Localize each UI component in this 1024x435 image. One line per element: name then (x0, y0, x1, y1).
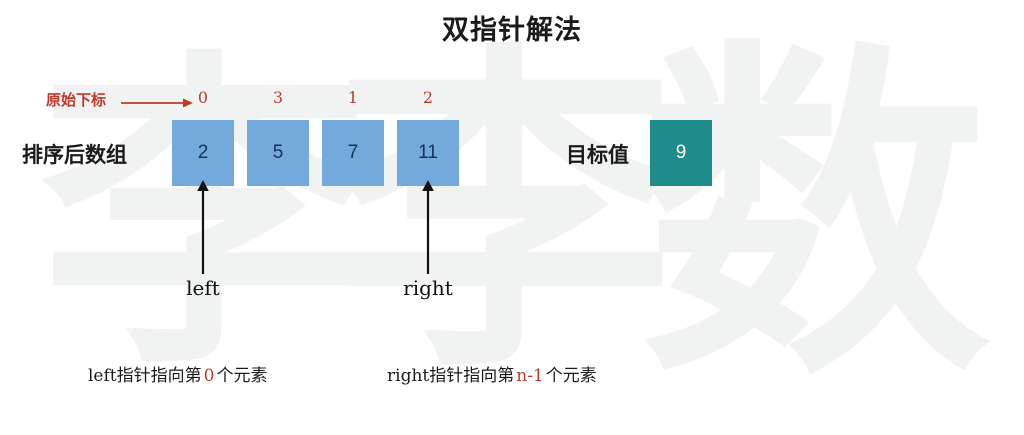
watermark-char: 数 (640, 9, 990, 421)
sorted-array-label: 排序后数组 (22, 142, 127, 167)
target-value-label: 目标值 (566, 142, 629, 167)
watermark-char: 李 (335, 15, 675, 414)
right-arrow-icon (121, 98, 193, 108)
index-value-3: 2 (422, 88, 434, 107)
up-arrow-icon-right (422, 180, 434, 274)
target-value-cell[interactable]: 9 (650, 120, 712, 186)
array-cell-1[interactable]: 5 (247, 120, 309, 186)
pointer-label-right: right (403, 276, 453, 300)
caption-left-pre: left指针指向第 (88, 366, 202, 386)
index-value-0: 0 (197, 88, 209, 107)
caption-right-post: 个元素 (545, 366, 597, 386)
pointer-label-left: left (186, 276, 220, 300)
up-arrow-icon-left (197, 180, 209, 274)
array-cell-0[interactable]: 2 (172, 120, 234, 186)
index-value-1: 3 (272, 88, 284, 107)
array-cell-3[interactable]: 11 (397, 120, 459, 186)
array-cell-2[interactable]: 7 (322, 120, 384, 186)
caption-left-highlight: 0 (203, 366, 215, 386)
caption-right-pre: right指针指向第 (387, 366, 515, 386)
caption-left-post: 个元素 (216, 366, 268, 386)
index-value-2: 1 (347, 88, 359, 107)
original-index-label: 原始下标 (46, 91, 107, 109)
page-title: 双指针解法 (442, 15, 582, 46)
caption-right-highlight: n-1 (516, 366, 544, 386)
